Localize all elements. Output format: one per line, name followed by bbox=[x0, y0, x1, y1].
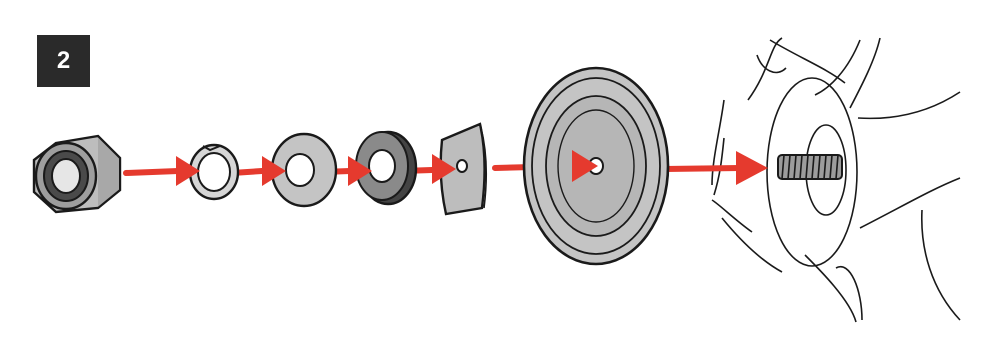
arrow-line-6 bbox=[662, 165, 743, 172]
arrowhead-6 bbox=[736, 151, 768, 185]
arrowhead-5 bbox=[572, 150, 598, 182]
assembly-arrowheads bbox=[176, 150, 768, 186]
step-number-badge: 2 bbox=[37, 35, 90, 87]
threaded-stud-icon bbox=[777, 154, 843, 180]
lock-nut-icon bbox=[32, 134, 122, 214]
arrowhead-3 bbox=[348, 156, 372, 186]
arrowhead-4 bbox=[432, 154, 456, 184]
arrowhead-2 bbox=[262, 156, 286, 186]
rubber-washer-icon bbox=[355, 130, 418, 206]
arrow-line-1 bbox=[123, 168, 181, 176]
arrowhead-1 bbox=[176, 156, 200, 186]
flat-washer-icon bbox=[270, 132, 338, 208]
split-washer-icon bbox=[188, 143, 240, 201]
